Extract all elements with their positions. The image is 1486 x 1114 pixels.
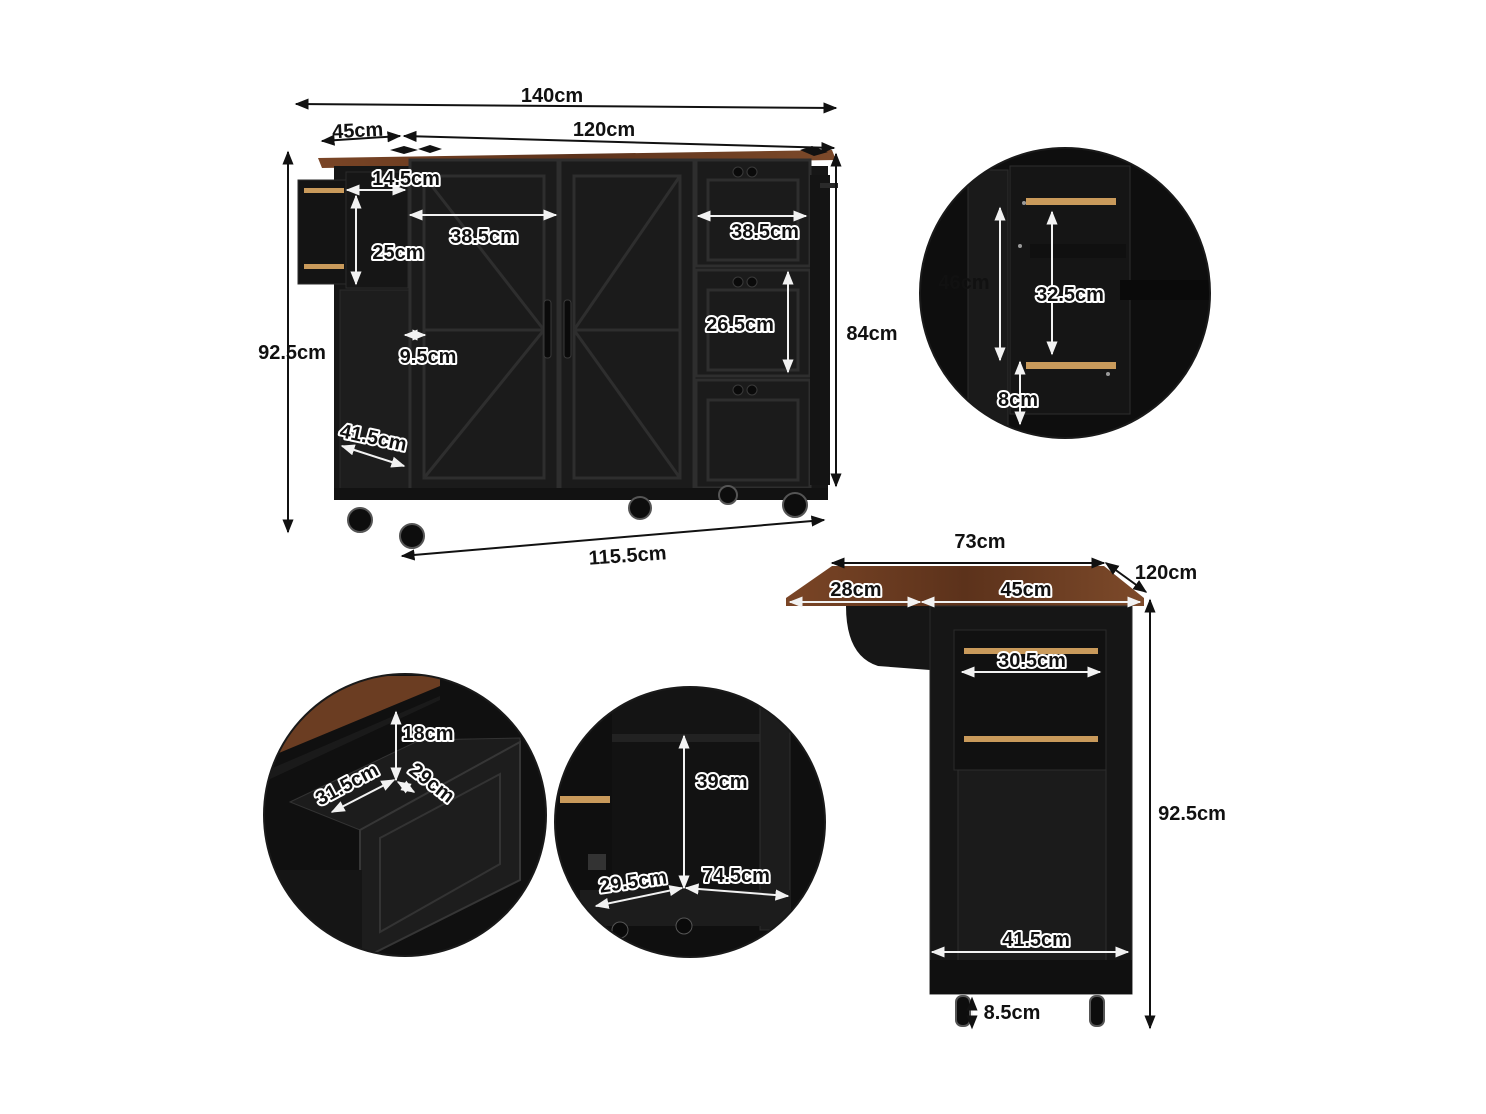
- interior-side-rail: [560, 796, 610, 803]
- cabinet-interior-detail-circle: [554, 686, 826, 958]
- rack-height-label: 25cm: [372, 242, 423, 264]
- right-side-rack: [810, 175, 830, 485]
- interior-height-label: 39cm: [696, 771, 747, 793]
- left-side-panel: [339, 289, 411, 491]
- front-base: [334, 488, 828, 500]
- side-base-depth-label: 41.5cm: [1002, 929, 1070, 951]
- rack-detail-dimension-lines: [994, 206, 1058, 426]
- top-width-label: 120cm: [573, 119, 635, 141]
- rail-gap-detail-label: 8cm: [998, 389, 1038, 411]
- front-inner-dimension-lines: [340, 184, 808, 468]
- interior-detail-dimension-lines: [594, 734, 790, 909]
- front-dimension-lines: [282, 98, 842, 561]
- door-handle-icon: [543, 299, 572, 359]
- drawer-detail-height-label: 18cm: [402, 723, 453, 745]
- side-height-label: 92.5cm: [1158, 803, 1226, 825]
- door-width-label: 38.5cm: [450, 226, 518, 248]
- rack-height-detail-label: 46cm: [938, 272, 989, 294]
- side-rail-width-label: 30.5cm: [998, 650, 1066, 672]
- drawer-detail-circle: [263, 673, 547, 957]
- side-length-label: 120cm: [1135, 562, 1197, 584]
- side-dimension-lines: [830, 557, 1156, 1030]
- body-height-label: 84cm: [846, 323, 897, 345]
- rack-rail: [1026, 198, 1116, 205]
- drop-leaf-depth-label: 28cm: [830, 579, 881, 601]
- right-rack-rail: [820, 183, 838, 188]
- side-rack-rail: [964, 736, 1098, 742]
- drawer-detail-dimension-lines: [330, 710, 416, 813]
- side-inner-dimension-lines: [788, 596, 1142, 1030]
- overall-depth-label: 73cm: [954, 531, 1005, 553]
- front-view: [297, 145, 838, 549]
- rack-rail: [304, 188, 344, 193]
- base-width-label: 115.5cm: [588, 542, 667, 569]
- rail-width-detail-label: 32.5cm: [1036, 284, 1104, 306]
- rack-detail-circle: [919, 147, 1211, 439]
- interior-width-label: 74.5cm: [702, 865, 770, 887]
- overall-height-label: 92.5cm: [258, 342, 326, 364]
- ground-clearance-label: 8.5cm: [984, 1002, 1041, 1024]
- side-view: [786, 566, 1144, 1027]
- drop-leaf-support: [846, 606, 930, 670]
- drop-leaf-width-label: 45cm: [332, 119, 384, 144]
- overall-width-label: 140cm: [521, 85, 583, 107]
- side-wood-top: [786, 566, 1144, 606]
- side-gap-label: 9.5cm: [400, 346, 457, 368]
- rack-depth-label: 14.5cm: [372, 168, 440, 190]
- rack-rail: [1026, 362, 1116, 369]
- drawer-width-label: 38.5cm: [731, 221, 799, 243]
- drawer-knob-icon: [732, 166, 758, 396]
- barn-doors: [408, 158, 696, 494]
- top-depth-label: 45cm: [1000, 579, 1051, 601]
- rack-rail: [304, 264, 344, 269]
- drawer-height-label: 26.5cm: [706, 314, 774, 336]
- side-rack-rail: [964, 648, 1098, 654]
